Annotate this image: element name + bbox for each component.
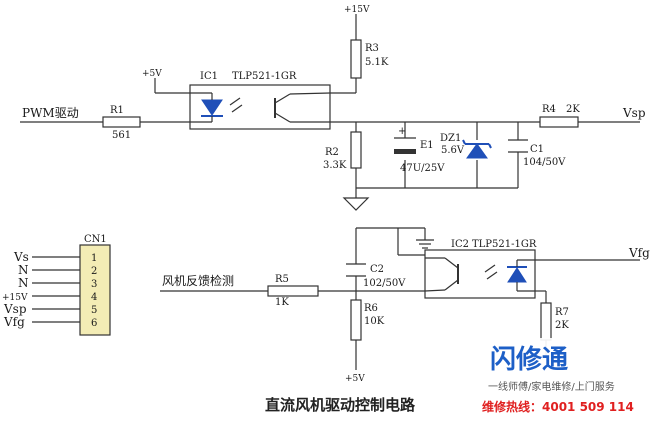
plus15v-label: +15V: [344, 5, 370, 15]
zener-diode-dz1: DZ1 5.6V: [440, 133, 492, 159]
r6-value: 10K: [364, 316, 385, 327]
cn1-pin-number: 3: [91, 279, 97, 290]
capacitor-c2: C2 102/50V: [346, 263, 406, 289]
r5-value: 1K: [275, 297, 289, 308]
dz1-value: 5.6V: [441, 145, 465, 156]
ic2-part: TLP521-1GR: [472, 239, 537, 250]
r3-value: 5.1K: [365, 57, 389, 68]
watermark-slogan: 一线师傅/家电维修/上门服务: [488, 380, 615, 393]
optocoupler-ic2: IC2 TLP521-1GR: [424, 239, 537, 299]
r3-ref: R3: [365, 43, 379, 54]
vfg-label: Vfg: [628, 246, 650, 260]
watermark-brand-name: 闪修通: [490, 344, 568, 375]
optocoupler-ic1: IC1 TLP521-1GR: [189, 71, 331, 130]
r5-ref: R5: [275, 274, 289, 285]
r6-ref: R6: [364, 303, 378, 314]
cn1-pin-number: 6: [91, 318, 97, 329]
r4-ref: R4: [542, 104, 556, 115]
c1-value: 104/50V: [523, 157, 566, 168]
cn1-pin-signal: N: [18, 276, 29, 290]
e1-ref: E1: [420, 140, 434, 151]
resistor-r3: R3 5.1K: [350, 39, 389, 79]
cn1-pin-signal: +15V: [2, 293, 28, 303]
e1-value: 47U/25V: [400, 163, 445, 174]
ic2-ref: IC2: [451, 239, 469, 250]
signal-labels: PWM驱动 Vsp 风机反馈检测 Vfg: [22, 106, 650, 288]
r7-ref: R7: [555, 307, 569, 318]
watermark-hotline: 维修热线：4001 509 114: [482, 399, 634, 414]
resistor-r2: R2 3.3K: [323, 131, 362, 171]
resistor-r4: R4 2K: [539, 104, 580, 128]
vsp-label: Vsp: [622, 106, 646, 120]
power-labels: +15V +5V +5V: [142, 5, 370, 384]
r1-ref: R1: [110, 105, 124, 116]
r2-ref: R2: [325, 147, 339, 158]
c2-value: 102/50V: [363, 278, 406, 289]
ground-symbol-top: [342, 197, 370, 211]
watermark-badge: 闪修通 一线师傅/家电维修/上门服务 维修热线：4001 509 114: [472, 338, 652, 418]
r7-value: 2K: [555, 320, 569, 331]
ic1-ref: IC1: [200, 71, 218, 82]
c1-ref: C1: [530, 144, 544, 155]
cn1-pin-number: 1: [91, 253, 97, 264]
c2-ref: C2: [370, 264, 384, 275]
cn1-pin-signal: Vs: [13, 250, 29, 264]
e1-plus: +: [398, 126, 406, 137]
capacitor-c1: C1 104/50V: [508, 139, 566, 168]
fan-feedback-label: 风机反馈检测: [162, 273, 234, 288]
connector-cn1: CN1 1 2 3 4 5 6 Vs N N +15V Vsp Vfg: [2, 234, 111, 336]
cn1-pin-signal: N: [18, 263, 29, 277]
cn1-pin-number: 2: [91, 266, 97, 277]
cn1-pin-number: 4: [91, 292, 97, 303]
plus5v-ic1-label: +5V: [142, 69, 162, 79]
cn1-ref: CN1: [84, 234, 107, 245]
r1-value: 561: [112, 130, 131, 141]
cn1-pin-signal: Vfg: [3, 315, 25, 329]
diagram-title: 直流风机驱动控制电路: [265, 396, 416, 414]
resistor-r6: R6 10K: [350, 299, 385, 341]
ground-symbol-ic2: [416, 239, 434, 249]
resistor-r7: R7 2K: [540, 302, 569, 341]
cn1-pin-signal: Vsp: [3, 302, 27, 316]
r2-value: 3.3K: [323, 160, 347, 171]
r4-value: 2K: [566, 104, 580, 115]
electrolytic-capacitor-e1: + E1 47U/25V: [394, 126, 445, 174]
bottom-circuit-wires: [160, 227, 640, 370]
top-circuit-wires: [20, 14, 640, 198]
resistor-r1: R1 561: [102, 105, 141, 141]
resistor-r5: R5 1K: [267, 274, 319, 308]
cn1-pin-number: 5: [91, 305, 97, 316]
plus5v-bottom-label: +5V: [345, 374, 365, 384]
ic1-part: TLP521-1GR: [232, 71, 297, 82]
pwm-drive-label: PWM驱动: [22, 106, 79, 120]
dz1-ref: DZ1: [440, 133, 461, 144]
